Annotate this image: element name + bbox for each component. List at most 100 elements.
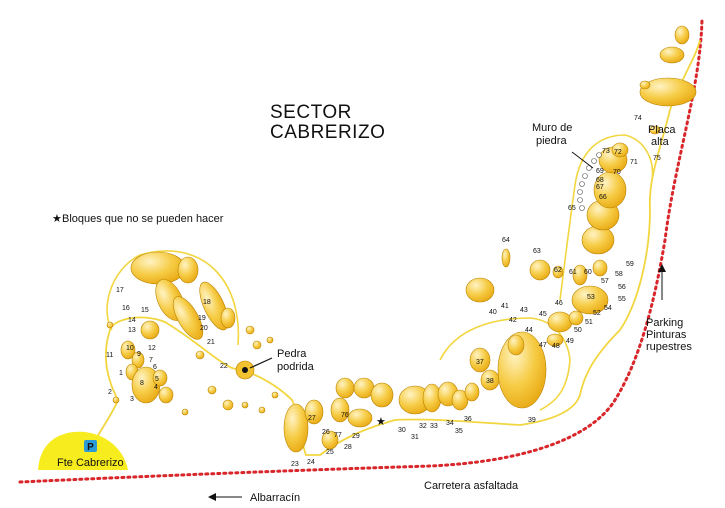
boulder-number: 44 [525, 327, 533, 334]
boulder-number: 74 [634, 115, 642, 122]
boulder-number: 29 [352, 433, 360, 440]
boulder-number: 62 [554, 267, 562, 274]
boulder-number: 36 [464, 416, 472, 423]
boulder-number: 73 [602, 148, 610, 155]
boulder-number: 70 [613, 169, 621, 176]
boulder-number: 27 [308, 415, 316, 422]
placa-alta-label-line1: Placa [648, 124, 676, 136]
boulder-number: 20 [200, 325, 208, 332]
sector-title-line1: SECTOR [270, 102, 352, 123]
boulder-number: 4 [154, 384, 158, 391]
boulder-number: 75 [653, 155, 661, 162]
boulder-number: 69 [596, 168, 604, 175]
boulder-number: 60 [584, 269, 592, 276]
road-carretera [18, 18, 704, 484]
muro-pointer [571, 151, 594, 169]
boulder-number: 42 [509, 317, 517, 324]
boulder-number: 17 [116, 287, 124, 294]
boulder-number: 76 [341, 412, 349, 419]
boulder-number: 23 [291, 461, 299, 468]
boulder-number: 72 [614, 149, 622, 156]
trail-path-upper [106, 250, 240, 346]
parking-badge-label: P [87, 442, 94, 453]
boulder-number: 53 [587, 294, 595, 301]
boulder-number: 46 [555, 300, 563, 307]
boulder-number: 63 [533, 248, 541, 255]
boulder-number: 21 [207, 339, 215, 346]
boulder-number: 48 [552, 343, 560, 350]
boulder-number: 22 [220, 363, 228, 370]
boulder-number: 34 [446, 420, 454, 427]
boulder-number: 7 [149, 357, 153, 364]
boulder-number: 13 [128, 327, 136, 334]
boulder-number: 38 [486, 378, 494, 385]
pedra-podrida-marker [242, 367, 248, 373]
muro-label-line2: piedra [536, 135, 567, 147]
muro-de-piedra [577, 152, 602, 211]
unclimbable-star-icon: ★ [376, 416, 386, 428]
boulder-number: 67 [596, 184, 604, 191]
boulder-number: 12 [148, 345, 156, 352]
boulder-number: 30 [398, 427, 406, 434]
boulder-number: 37 [476, 359, 484, 366]
boulder-number: 24 [307, 459, 315, 466]
boulder-number: 19 [198, 315, 206, 322]
carretera-label: Carretera asfaltada [424, 480, 519, 492]
boulder-number: 54 [604, 305, 612, 312]
pedra-podrida-label-line2: podrida [277, 361, 315, 373]
placa-alta-label-line2: alta [651, 136, 670, 148]
pedra-podrida-pointer [249, 357, 273, 369]
boulder-number: 58 [615, 271, 623, 278]
boulder-number: 33 [430, 423, 438, 430]
boulders [106, 25, 697, 453]
boulder-number: 57 [601, 278, 609, 285]
boulder-number: 6 [153, 364, 157, 371]
boulder-number: 18 [203, 299, 211, 306]
albarracin-label: Albarracín [250, 492, 300, 504]
boulder-number: 66 [599, 194, 607, 201]
boulder-number: 71 [630, 159, 638, 166]
boulder-number: 32 [419, 423, 427, 430]
boulder-number: 16 [122, 305, 130, 312]
legend-star-icon: ★ [52, 213, 62, 225]
boulder-number: 9 [137, 351, 141, 358]
boulder-number: 15 [141, 307, 149, 314]
boulder-number: 61 [569, 269, 577, 276]
albarracin-arrow-icon [208, 493, 216, 501]
pedra-podrida-label-line1: Pedra [277, 348, 307, 360]
boulder-number: 40 [489, 309, 497, 316]
trail-path-right [559, 134, 654, 301]
boulder-number: 3 [130, 396, 134, 403]
boulder-number: 1 [119, 370, 123, 377]
boulder-number: 14 [128, 317, 136, 324]
boulder-number: 45 [539, 311, 547, 318]
boulder-number: 56 [618, 284, 626, 291]
parking-label-line1: Parking [646, 317, 683, 329]
boulder-number: 2 [108, 389, 112, 396]
boulder-number: 43 [520, 307, 528, 314]
boulder-number: 11 [106, 352, 113, 359]
boulder-numbers: 1 2 3 4 5 6 7 8 9 10 11 12 13 14 15 16 1… [106, 115, 661, 468]
boulder-number: 68 [596, 177, 604, 184]
boulder-number: 10 [126, 345, 134, 352]
boulder-number: 47 [539, 342, 547, 349]
boulder-number: 77 [334, 432, 342, 439]
trail-path [89, 39, 701, 456]
boulder-number: 49 [566, 338, 574, 345]
legend-text: Bloques que no se pueden hacer [62, 213, 224, 225]
boulder-number: 8 [140, 380, 144, 387]
boulder-number: 55 [618, 296, 626, 303]
fte-cabrerizo-label: Fte Cabrerizo [57, 457, 124, 469]
boulder-number: 26 [322, 429, 330, 436]
parking-arrow-icon [658, 264, 666, 272]
boulder-number: 51 [585, 319, 593, 326]
boulder-number: 25 [326, 449, 334, 456]
boulder-number: 64 [502, 237, 510, 244]
boulder-number: 31 [411, 434, 419, 441]
boulder-number: 41 [501, 303, 509, 310]
muro-label-line1: Muro de [532, 122, 572, 134]
parking-label-line2: Pinturas [646, 329, 687, 341]
boulder-number: 5 [155, 376, 159, 383]
sector-title-line2: CABRERIZO [270, 122, 385, 143]
